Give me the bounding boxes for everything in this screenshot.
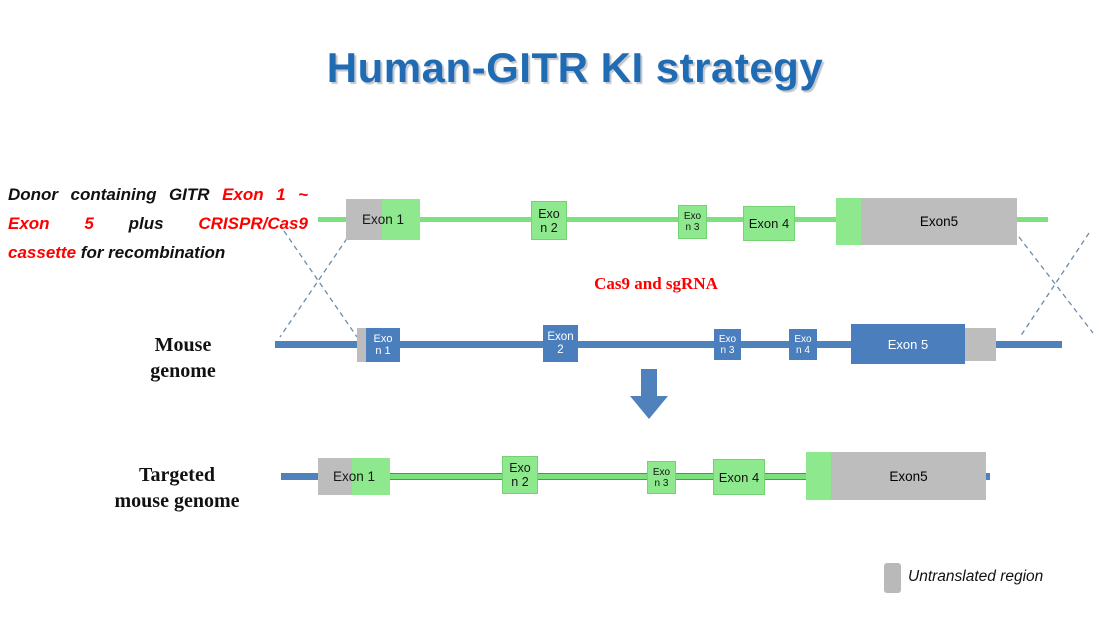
- mouse-exon2-box: Exon 2: [543, 325, 578, 362]
- targeted-exon2-label-line1: Exo: [509, 461, 531, 475]
- donor-note-l1-red: Exon 1 ~: [222, 185, 308, 204]
- mouse-exon1-coding: Exo n 1: [366, 328, 400, 362]
- donor-exon1-coding: [382, 199, 420, 240]
- recombination-cross-right: [1018, 232, 1094, 338]
- donor-note-l2-red2: CRISPR/Cas9: [198, 214, 308, 233]
- donor-exon5-label: Exon5: [919, 214, 959, 229]
- legend-untranslated-swatch: [884, 563, 901, 593]
- targeted-exon3-label-line1: Exo: [652, 466, 671, 478]
- mouse-exon1-label-line2: n 1: [375, 345, 391, 357]
- donor-note-l2-red1: Exon 5: [8, 214, 94, 233]
- donor-exon4-label: Exon 4: [748, 216, 790, 231]
- donor-note-l3-red: cassette: [8, 243, 77, 262]
- targeted-exon3-box: Exo n 3: [647, 461, 676, 494]
- donor-note-line2: Exon 5 plus CRISPR/Cas9: [8, 209, 308, 238]
- donor-exon1-label: Exon 1: [361, 212, 405, 227]
- donor-note-l2-black: plus: [128, 214, 164, 233]
- mouse-exon3-label-line1: Exo: [718, 333, 737, 345]
- targeted-exon5-box: Exon5: [806, 452, 986, 500]
- legend-untranslated-label: Untranslated region: [908, 568, 1044, 585]
- mouse-genome-label-line2: genome: [150, 360, 216, 382]
- donor-note-line3: cassette for recombination: [8, 238, 308, 267]
- mouse-exon4-label-line2: n 4: [796, 344, 810, 356]
- mouse-exon3-label-line2: n 3: [720, 344, 735, 356]
- donor-exon4-box: Exon 4: [743, 206, 795, 241]
- mouse-exon1-utr: [357, 328, 366, 362]
- targeted-genome-label-line1: Targeted: [139, 464, 215, 486]
- donor-exon3-label-line1: Exo: [683, 211, 702, 222]
- mouse-genome-label: Mouse genome: [118, 332, 248, 384]
- targeted-exon2-box: Exo n 2: [502, 456, 538, 494]
- targeted-exon2-label-line2: n 2: [511, 475, 529, 489]
- targeted-exon4-label: Exon 4: [718, 469, 760, 485]
- mouse-exon1-box: Exo n 1: [357, 328, 400, 362]
- targeted-exon1-box: Exon 1: [318, 458, 390, 495]
- donor-exon3-box: Exo n 3: [678, 205, 707, 239]
- mouse-exon5-box: Exon 5: [851, 324, 965, 364]
- targeted-exon5-coding: [806, 452, 831, 500]
- mouse-genome-line: [275, 341, 1062, 348]
- donor-exon2-box: Exo n 2: [531, 201, 567, 240]
- donor-note-line1: Donor containing GITR Exon 1 ~: [8, 180, 308, 209]
- donor-exon5-coding: [836, 198, 861, 245]
- donor-exon5-utr: Exon5: [861, 198, 1017, 245]
- mouse-exon2-label-line1: Exon: [547, 330, 574, 343]
- mouse-exon5-label: Exon 5: [887, 336, 929, 352]
- slide-title: Human-GITR KI strategy: [326, 44, 824, 91]
- targeted-insert-line: [350, 474, 840, 479]
- donor-exon1-box: Exon 1: [346, 199, 420, 240]
- targeted-exon1-coding: [352, 458, 390, 495]
- down-arrow: [630, 369, 668, 419]
- mouse-exon4-box: Exo n 4: [789, 329, 817, 360]
- donor-exon1-utr: [346, 199, 382, 240]
- donor-exon5-box: Exon5: [836, 198, 1017, 245]
- mouse-exon1-label-line1: Exo: [373, 333, 393, 345]
- mouse-exon4-label-line1: Exo: [794, 333, 812, 345]
- mouse-exon3-box: Exo n 3: [714, 329, 741, 360]
- targeted-genome-label-line2: mouse genome: [114, 490, 240, 512]
- donor-note-l3-black: for recombination: [80, 243, 226, 262]
- donor-exon3-label-line2: n 3: [685, 222, 700, 233]
- targeted-exon1-utr: [318, 458, 352, 495]
- donor-exon2-label-line1: Exo: [538, 206, 560, 221]
- targeted-exon3-label-line2: n 3: [654, 477, 669, 489]
- targeted-genome-label: Targeted mouse genome: [92, 462, 262, 514]
- donor-note: Donor containing GITR Exon 1 ~ Exon 5 pl…: [8, 180, 308, 267]
- targeted-exon5-utr: Exon5: [831, 452, 986, 500]
- targeted-exon4-box: Exon 4: [713, 459, 765, 495]
- donor-exon2-label-line2: n 2: [540, 220, 558, 235]
- mouse-exon5-utr: [965, 328, 996, 361]
- targeted-exon5-label: Exon5: [889, 468, 928, 484]
- mouse-exon2-label-line2: 2: [557, 343, 564, 356]
- mouse-genome-label-line1: Mouse: [154, 334, 212, 356]
- cas9-sgrna-label: Cas9 and sgRNA: [594, 274, 718, 293]
- targeted-exon1-label: Exon 1: [332, 469, 376, 484]
- donor-note-l1-black: Donor containing GITR: [8, 185, 210, 204]
